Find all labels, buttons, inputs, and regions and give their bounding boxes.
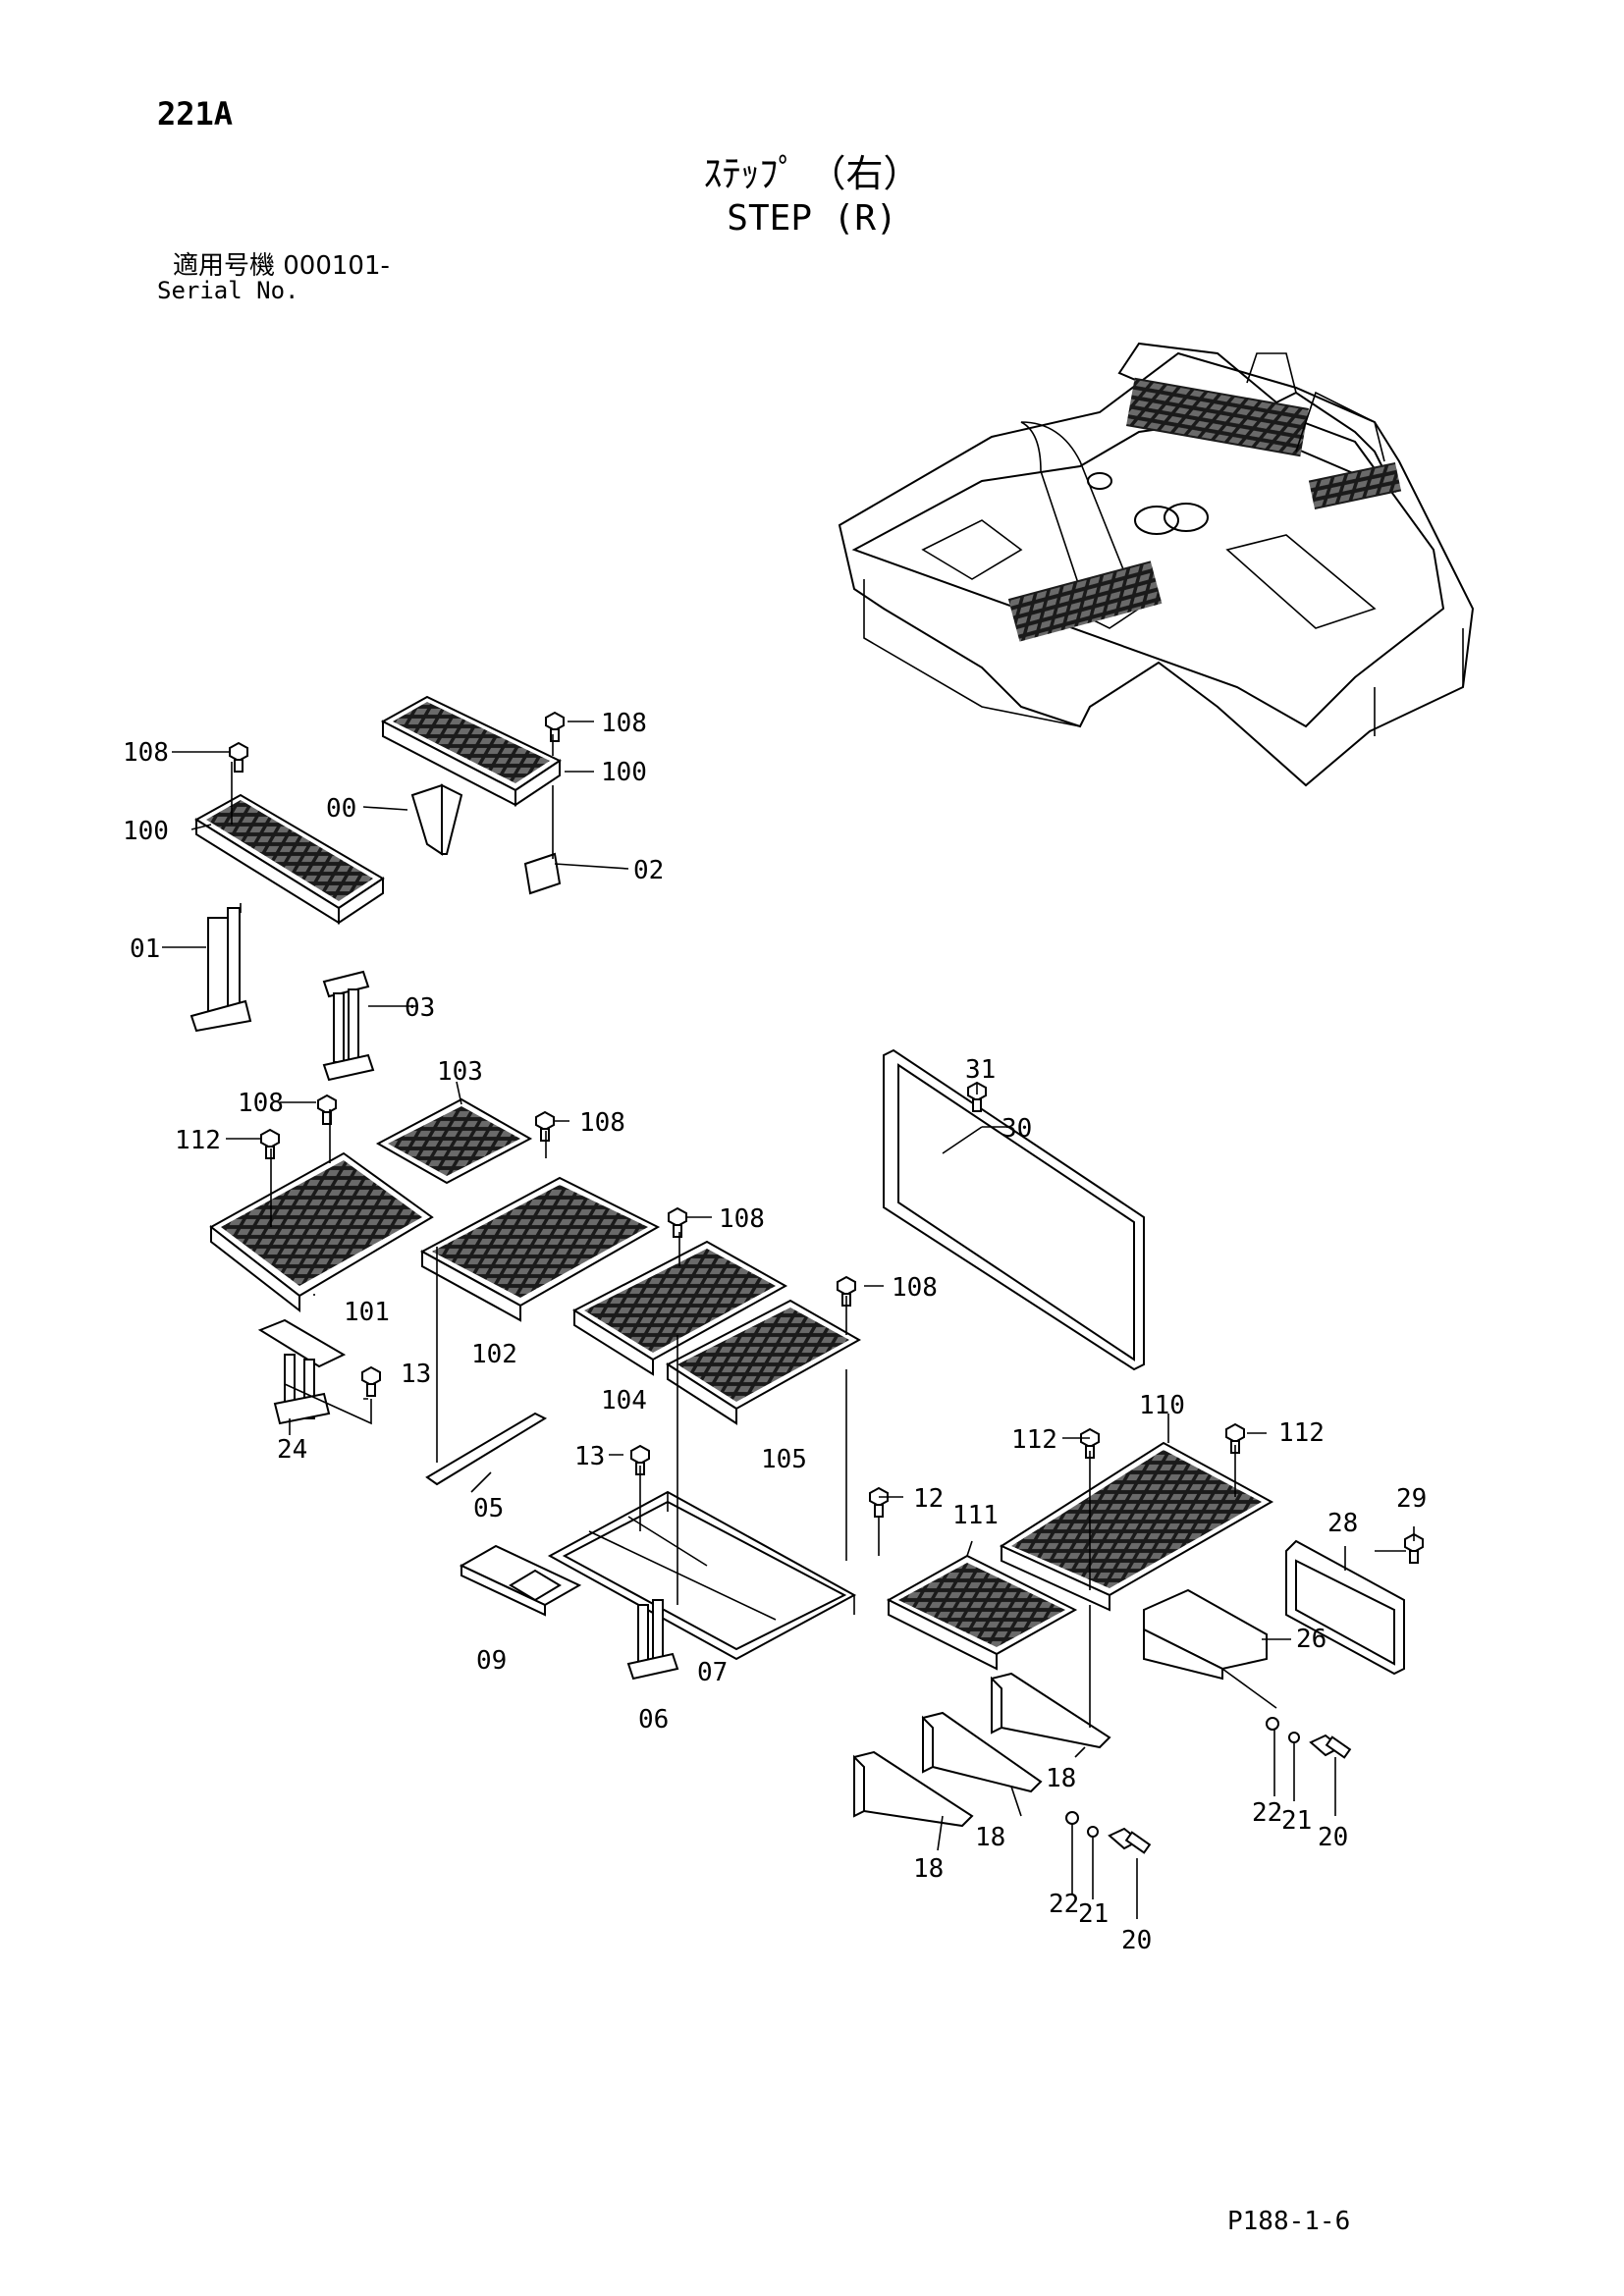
- machine-frame-overview: [838, 342, 1475, 787]
- panel-30: [883, 1048, 1145, 1371]
- bolt-icon: [317, 1094, 337, 1125]
- callout-07: 07: [697, 1658, 728, 1687]
- callout-112-c: 112: [1278, 1418, 1325, 1448]
- title-english: STEP (R): [727, 198, 897, 239]
- callout-30: 30: [1001, 1114, 1032, 1144]
- frame-07: [547, 1490, 857, 1661]
- footer-page-code: P188-1-6: [1227, 2207, 1351, 2236]
- bolt-icon: [229, 741, 248, 773]
- bolt-icon: [545, 711, 565, 742]
- callout-26: 26: [1296, 1625, 1326, 1654]
- bolt-icon: [869, 1486, 889, 1518]
- bracket-18-a: [990, 1672, 1111, 1749]
- callout-02: 02: [633, 856, 664, 885]
- callout-06: 06: [638, 1705, 669, 1735]
- bracket-18-b: [921, 1711, 1043, 1793]
- callout-103: 103: [437, 1057, 483, 1087]
- bracket-00: [410, 783, 463, 856]
- callout-108-e: 108: [719, 1204, 765, 1234]
- bracket-01: [189, 907, 252, 1033]
- callout-00: 00: [326, 794, 356, 824]
- callout-22-b: 22: [1049, 1890, 1079, 1919]
- callout-108-c: 108: [238, 1089, 284, 1118]
- bracket-09: [459, 1544, 582, 1617]
- callout-108-a: 108: [123, 738, 169, 768]
- step-grating-100-left: [194, 793, 385, 925]
- callout-labels: 108 108 100 100 00 02 01 03 103 108 108 …: [123, 709, 1427, 1955]
- serial-label-japanese: 適用号機 000101-: [173, 251, 390, 281]
- serial-label-english: Serial No.: [157, 277, 299, 304]
- callout-100-a: 100: [601, 758, 647, 787]
- callout-112-a: 112: [175, 1126, 221, 1155]
- callout-31: 31: [965, 1055, 996, 1085]
- callout-108-b: 108: [601, 709, 647, 738]
- callout-03: 03: [405, 993, 435, 1023]
- callout-12: 12: [913, 1484, 944, 1514]
- callout-20-a: 20: [1318, 1823, 1348, 1852]
- callout-104: 104: [601, 1386, 647, 1415]
- page-number: 221A: [157, 95, 234, 133]
- support-06: [626, 1599, 679, 1681]
- bolt-icon: [361, 1365, 381, 1397]
- step-grating-111: [886, 1554, 1078, 1671]
- bolt-icon: [535, 1110, 555, 1142]
- callout-05: 05: [473, 1494, 504, 1523]
- step-grating-104: [571, 1240, 788, 1376]
- bracket-18-c: [852, 1750, 974, 1828]
- callout-18-a: 18: [1046, 1764, 1076, 1793]
- callout-108-f: 108: [892, 1273, 938, 1303]
- step-grating-105: [666, 1299, 862, 1425]
- callout-105: 105: [761, 1445, 807, 1474]
- callout-100-b: 100: [123, 817, 169, 846]
- callout-21-b: 21: [1078, 1899, 1109, 1929]
- callout-18-b: 18: [975, 1823, 1005, 1852]
- step-grating-102: [419, 1176, 661, 1322]
- step-grating-103: [375, 1097, 533, 1185]
- callout-101: 101: [344, 1298, 390, 1327]
- callout-01: 01: [130, 934, 160, 964]
- step-grating-100-right: [380, 695, 563, 807]
- fastener-marks: [229, 711, 1424, 1854]
- callout-09: 09: [476, 1646, 507, 1676]
- bracket-26: [1143, 1588, 1268, 1681]
- title-japanese: ｽﾃｯﾌﾟ （右）: [703, 152, 921, 195]
- callout-110: 110: [1139, 1391, 1185, 1420]
- bar-05: [425, 1412, 548, 1486]
- callout-21-a: 21: [1281, 1806, 1312, 1836]
- callout-28: 28: [1327, 1509, 1358, 1538]
- step-grating-110: [999, 1441, 1274, 1612]
- bolt-icon: [260, 1128, 280, 1159]
- bolt-icon: [668, 1206, 687, 1238]
- leader-lines: [162, 721, 1415, 1919]
- callout-24: 24: [277, 1435, 307, 1465]
- callout-18-c: 18: [913, 1854, 944, 1884]
- callout-111: 111: [952, 1501, 999, 1530]
- callout-22-a: 22: [1252, 1798, 1282, 1828]
- plate-28: [1285, 1539, 1405, 1676]
- callout-102: 102: [471, 1340, 517, 1369]
- step-grating-101: [209, 1151, 434, 1313]
- callout-13-b: 13: [574, 1442, 605, 1471]
- callout-108-d: 108: [579, 1108, 625, 1138]
- bracket-03: [322, 970, 375, 1082]
- callout-29: 29: [1396, 1484, 1427, 1514]
- callout-20-b: 20: [1121, 1926, 1152, 1955]
- bracket-02: [523, 852, 562, 895]
- callout-13-a: 13: [401, 1360, 431, 1389]
- callout-112-b: 112: [1011, 1425, 1057, 1455]
- support-24: [257, 1318, 347, 1425]
